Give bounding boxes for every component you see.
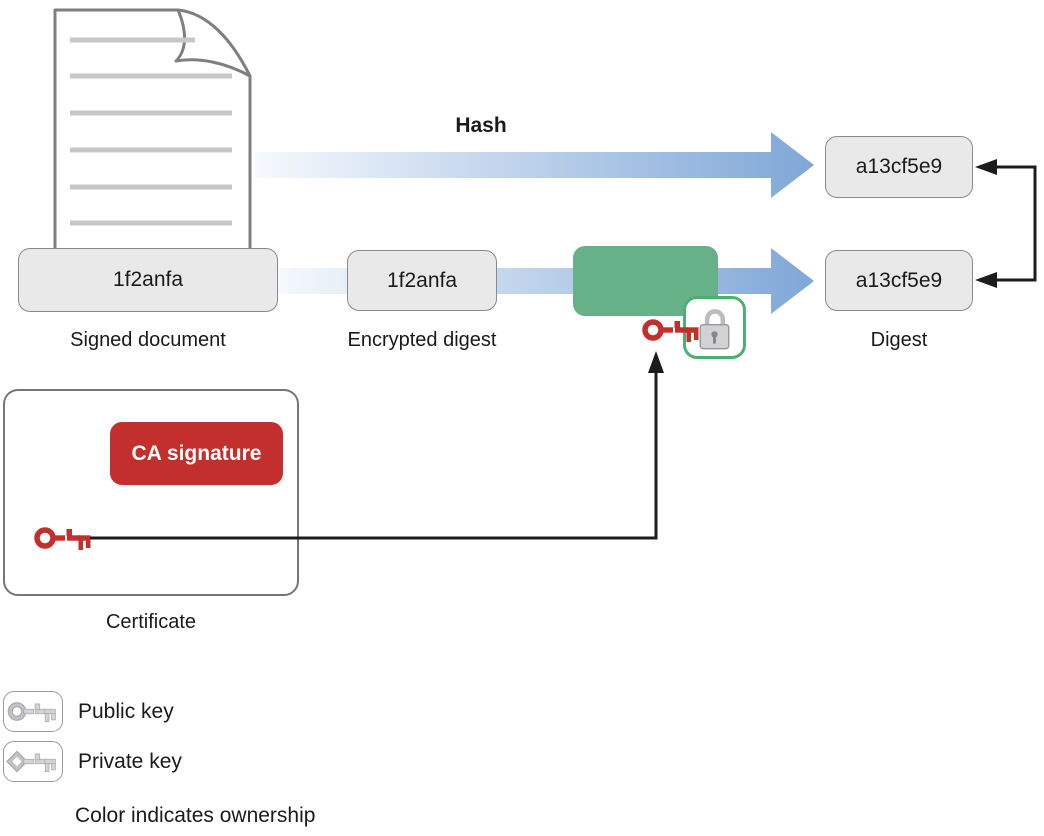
hash-label: Hash [455,114,507,137]
digest-caption: Digest [870,329,928,351]
ownership-note: Color indicates ownership [75,804,316,827]
ca-signature-badge: CA signature [110,422,283,485]
ca-signature-label: CA signature [131,441,262,465]
certificate-caption: Certificate [105,611,197,633]
private-key-legend-swatch [3,741,63,782]
encrypted-digest-value: 1f2anfa [386,268,458,292]
document-icon [53,8,252,254]
private-key-label: Private key [78,750,182,773]
public-key-legend-swatch [3,691,63,732]
certificate-box [3,389,299,596]
verify-key-icon [642,319,699,342]
signed-document-box: 1f2anfa [18,248,278,312]
digest-box-top: a13cf5e9 [825,136,973,198]
public-key-label: Public key [78,700,174,723]
ca-public-key-icon [34,527,91,550]
digest-bottom-value: a13cf5e9 [855,268,943,292]
verify-arrow [278,248,814,314]
digest-box-bottom: a13cf5e9 [825,250,973,311]
public-key-icon [7,702,56,722]
signed-document-value: 1f2anfa [112,268,184,291]
digest-top-value: a13cf5e9 [855,155,943,178]
hash-arrow [255,132,814,198]
encrypted-digest-box: 1f2anfa [347,250,497,311]
signed-document-caption: Signed document [70,329,226,351]
lock-icon [699,309,730,350]
private-key-icon [6,750,56,773]
encrypted-digest-caption: Encrypted digest [347,329,497,351]
